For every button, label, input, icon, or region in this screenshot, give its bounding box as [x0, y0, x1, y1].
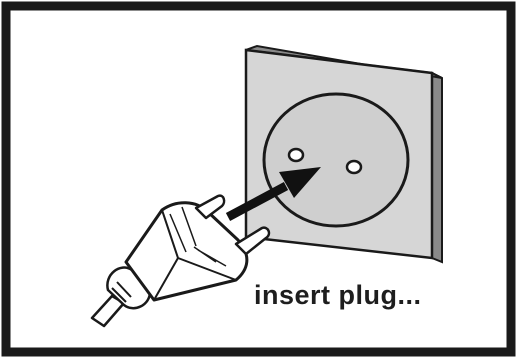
- wall-socket-icon: [246, 46, 442, 262]
- socket-recess: [264, 94, 408, 226]
- socket-hole-right: [347, 161, 361, 173]
- socket-hole-left: [289, 149, 303, 161]
- instruction-caption: insert plug...: [254, 280, 422, 311]
- power-plug-icon: [92, 196, 269, 326]
